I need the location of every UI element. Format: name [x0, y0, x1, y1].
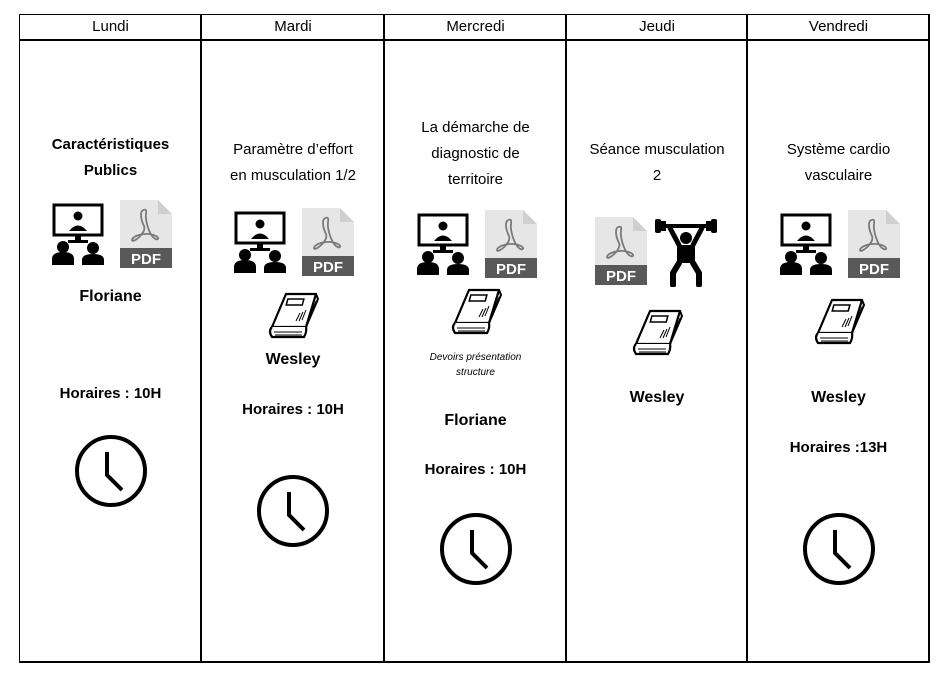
- hours-label: Horaires :13H: [789, 439, 888, 456]
- homework-note: Devoirs présentation structure: [385, 350, 566, 380]
- course-title-line: Système cardio: [786, 141, 891, 158]
- pdf-icon[interactable]: PDF: [302, 208, 354, 276]
- day-column-jeudi: Jeudi Séance musculation 2 PDF: [565, 15, 747, 661]
- homework-note-line: Devoirs présentation: [429, 352, 522, 363]
- clock-icon: [202, 472, 384, 550]
- course-title-line: La démarche de: [421, 119, 530, 136]
- book-icon[interactable]: [202, 291, 384, 341]
- course-title: Paramètre d’effort en musculation 1/2: [202, 137, 384, 189]
- svg-text:PDF: PDF: [496, 261, 526, 278]
- pdf-icon[interactable]: PDF: [847, 210, 900, 278]
- course-title: La démarche de diagnostic de territoire: [385, 115, 566, 193]
- teacher-name: Floriane: [444, 412, 507, 429]
- clock-icon: [748, 510, 929, 588]
- course-title: Séance musculation 2: [567, 137, 747, 189]
- svg-text:PDF: PDF: [606, 268, 636, 285]
- course-title-line: Caractéristiques: [51, 136, 170, 153]
- teacher-name: Wesley: [811, 389, 866, 406]
- day-column-mercredi: Mercredi La démarche de diagnostic de te…: [383, 15, 566, 661]
- course-title-line: territoire: [447, 171, 503, 188]
- svg-text:PDF: PDF: [131, 251, 161, 268]
- course-title-line: en musculation 1/2: [230, 167, 356, 184]
- teacher-name: Floriane: [79, 288, 142, 305]
- pdf-icon[interactable]: PDF: [484, 210, 537, 278]
- svg-text:PDF: PDF: [859, 261, 889, 278]
- resource-icons: PDF: [748, 210, 929, 278]
- course-title-line: diagnostic de: [431, 145, 520, 162]
- pdf-icon[interactable]: PDF: [119, 200, 172, 268]
- resource-icons: PDF: [20, 200, 201, 268]
- weightlifter-icon: [653, 215, 719, 287]
- hours-label: Horaires : 10H: [424, 461, 527, 478]
- day-column-vendredi: Vendredi Système cardio vasculaire PDF: [746, 15, 929, 661]
- homework-note-line: structure: [456, 367, 495, 378]
- course-title-line: Paramètre d’effort: [233, 141, 353, 158]
- course-title-line: Publics: [83, 162, 138, 179]
- course-title-line: vasculaire: [804, 167, 873, 184]
- day-header: Lundi: [20, 15, 201, 41]
- videoconference-icon[interactable]: [415, 213, 471, 275]
- videoconference-icon[interactable]: [50, 203, 106, 265]
- hours-label: Horaires : 10H: [59, 385, 162, 402]
- weekly-schedule-table: Lundi Caractéristiques Publics PDF Flori…: [19, 14, 930, 663]
- day-column-lundi: Lundi Caractéristiques Publics PDF Flori…: [20, 15, 201, 661]
- resource-icons: PDF: [567, 215, 747, 287]
- teacher-name: Wesley: [265, 351, 321, 368]
- book-icon[interactable]: [567, 308, 747, 358]
- course-title: Caractéristiques Publics: [20, 132, 201, 184]
- day-column-mardi: Mardi Paramètre d’effort en musculation …: [200, 15, 384, 661]
- day-header: Jeudi: [567, 15, 747, 41]
- videoconference-icon[interactable]: [778, 213, 834, 275]
- resource-icons: PDF: [385, 210, 566, 278]
- clock-icon: [20, 432, 201, 510]
- pdf-icon[interactable]: PDF: [595, 217, 647, 285]
- course-title-line: 2: [652, 167, 662, 184]
- clock-icon: [385, 510, 566, 588]
- day-header: Vendredi: [748, 15, 929, 41]
- svg-text:PDF: PDF: [313, 259, 343, 276]
- videoconference-icon[interactable]: [232, 211, 288, 273]
- day-header: Mardi: [202, 15, 384, 41]
- resource-icons: PDF: [202, 208, 384, 276]
- course-title: Système cardio vasculaire: [748, 137, 929, 189]
- book-icon[interactable]: [748, 297, 929, 347]
- hours-label: Horaires : 10H: [242, 401, 344, 418]
- course-title-line: Séance musculation: [589, 141, 725, 158]
- day-header: Mercredi: [385, 15, 566, 41]
- teacher-name: Wesley: [629, 389, 685, 406]
- book-icon[interactable]: [385, 287, 566, 337]
